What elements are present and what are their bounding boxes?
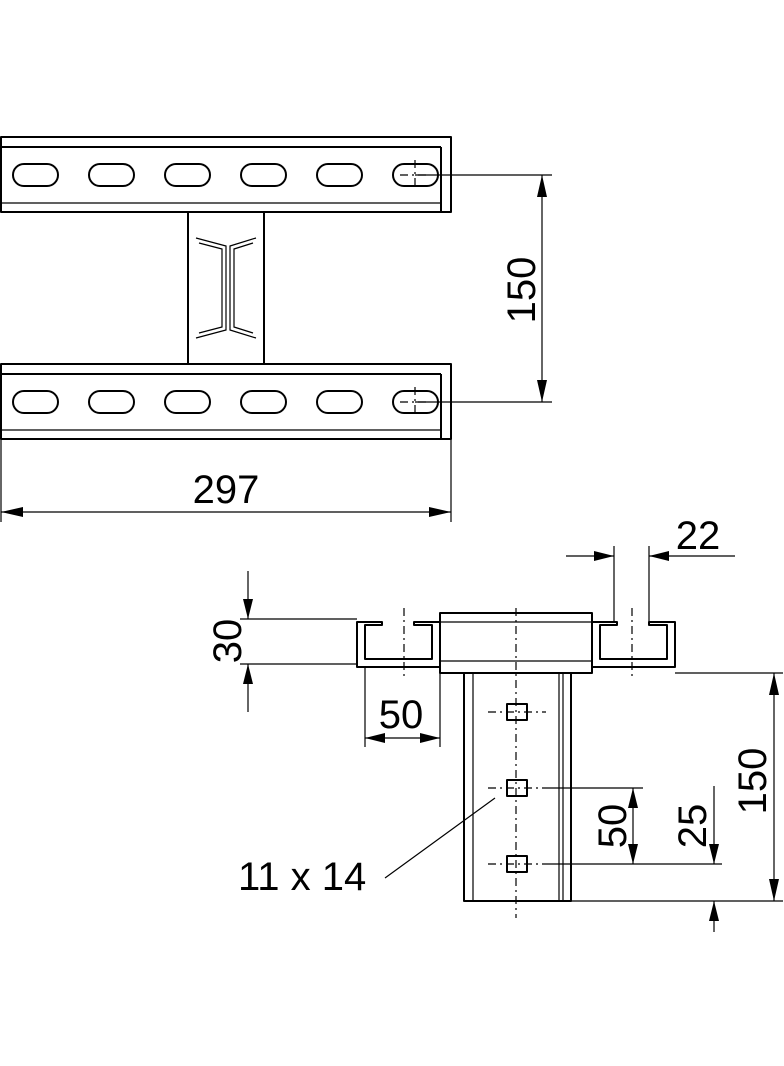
dimension-top-width: 297 (0, 439, 452, 522)
side-view: 22 30 50 150 (206, 514, 783, 932)
dimension-post-height: 150 (571, 672, 783, 902)
vertical-post (463, 608, 572, 918)
lower-rail-slots (12, 390, 439, 414)
callout-hole-size: 11 x 14 (238, 797, 496, 899)
left-channel (356, 608, 441, 680)
right-channel (591, 608, 676, 680)
top-view: 150 297 (0, 136, 552, 522)
dimension-label-top-width: 297 (193, 468, 260, 512)
lower-rail (0, 363, 452, 440)
dimension-top-height: 150 (415, 174, 552, 403)
dimension-label-flange-height: 30 (206, 619, 250, 664)
dimension-flange-height: 30 (206, 571, 357, 712)
upper-rail (0, 136, 452, 213)
upper-rail-slots (12, 163, 439, 187)
dimension-channel-width: 50 (364, 667, 441, 747)
dimension-hole-pitch: 50 (546, 787, 722, 865)
dimension-label-slot-width: 22 (676, 514, 721, 558)
dimension-label-channel-width: 50 (379, 693, 424, 737)
callout-label-hole-size: 11 x 14 (238, 855, 366, 899)
dimension-label-post-height: 150 (731, 748, 775, 815)
center-post (187, 212, 265, 364)
dimension-label-top-height: 150 (500, 257, 544, 324)
dimension-label-hole-pitch: 50 (591, 804, 635, 849)
dimension-slot-width: 22 (566, 514, 735, 622)
dimension-label-hole-offset: 25 (671, 804, 715, 849)
post-holes (488, 703, 546, 873)
dimension-hole-offset: 25 (671, 786, 719, 932)
